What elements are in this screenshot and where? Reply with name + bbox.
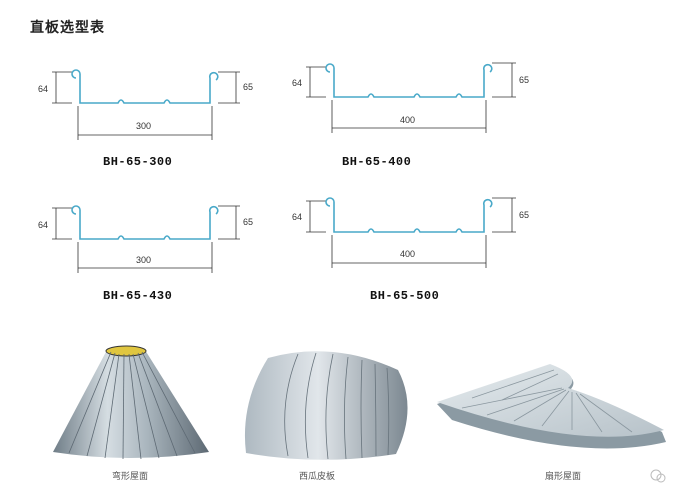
right-height-label: 65 [519, 210, 529, 220]
right-height-label: 65 [519, 75, 529, 85]
model-label: BH-65-400 [342, 155, 412, 169]
width-label: 400 [400, 115, 415, 125]
cone-roof-icon [53, 345, 209, 460]
model-label: BH-65-300 [103, 155, 173, 169]
profile-drawing [306, 62, 516, 133]
watermelon-roof-illustration [238, 348, 413, 460]
photo-caption: 西瓜皮板 [299, 472, 336, 482]
page-title: 直板选型表 [30, 20, 105, 36]
model-label: BH-65-430 [103, 289, 173, 303]
profile-drawing [306, 197, 516, 268]
right-height-label: 65 [243, 82, 253, 92]
wechat-watermark-icon [648, 466, 668, 486]
profile-diagram-400: 64 65 400 [0, 0, 696, 180]
fan-roof-illustration [432, 362, 672, 458]
width-label: 400 [400, 249, 415, 259]
profile-drawing [52, 205, 240, 273]
profile-diagram-500: 64 65 400 [292, 197, 529, 268]
photo-caption: 扇形屋面 [545, 472, 582, 482]
profile-diagram-430: 64 65 300 [0, 0, 340, 320]
left-height-label: 64 [292, 212, 302, 222]
profile-diagram-300: 64 65 300 [0, 0, 340, 180]
right-height-label: 65 [243, 217, 253, 227]
left-height-label: 64 [292, 78, 302, 88]
watermelon-roof-icon [244, 351, 408, 460]
cone-roof-illustration [45, 340, 215, 462]
profile-dim-texts: 64 65 300 [38, 82, 253, 131]
model-label: BH-65-500 [370, 289, 440, 303]
profile-dim-texts: 64 65 400 [292, 75, 529, 125]
profile-dim-texts: 64 65 300 [38, 217, 253, 265]
profile-drawing [52, 69, 240, 140]
width-label: 300 [136, 255, 151, 265]
width-label: 300 [136, 121, 151, 131]
left-height-label: 64 [38, 84, 48, 94]
profile-dim-texts: 64 65 400 [292, 210, 529, 259]
fan-roof-icon [437, 364, 666, 449]
photo-caption: 弯形屋面 [112, 472, 149, 482]
left-height-label: 64 [38, 220, 48, 230]
